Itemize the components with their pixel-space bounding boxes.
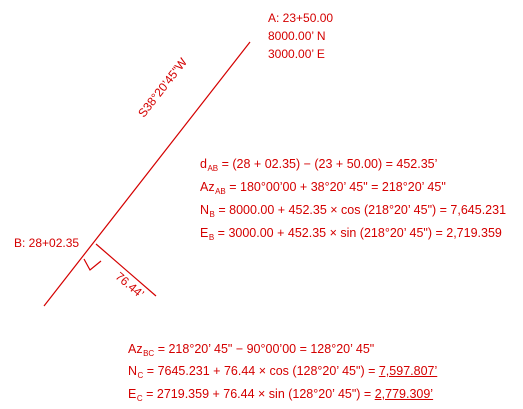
distance-symbol: d — [200, 157, 207, 171]
azimuth-rhs: = 218°20’ 45" − 90°00’00 = 128°20’ 45" — [157, 342, 375, 356]
northing-symbol: N — [128, 364, 138, 378]
azimuth-symbol: Az — [128, 342, 143, 356]
northing-rhs: = 7645.231 + 76.44 × cos (128°20’ 45") = — [146, 364, 379, 378]
distance-rhs: = (28 + 02.35) − (23 + 50.00) = 452.35’ — [221, 157, 438, 171]
easting-symbol: E — [128, 387, 137, 401]
azimuth-subscript: BC — [143, 349, 155, 358]
easting-rhs: = 2719.359 + 76.44 × sin (128°20’ 45") = — [146, 387, 375, 401]
northing-symbol: N — [200, 203, 210, 217]
point-b-label: B: 28+02.35 — [14, 236, 80, 250]
easting-subscript: B — [208, 233, 215, 242]
azimuth-symbol: Az — [200, 180, 215, 194]
point-a-north: 8000.00’ N — [268, 29, 326, 43]
northing-c-result: 7,597.807’ — [378, 364, 438, 378]
northing-subscript: B — [209, 210, 215, 219]
northing-rhs: = 8000.00 + 452.35 × cos (218°20’ 45") =… — [218, 203, 507, 217]
azimuth-rhs: = 180°00’00 + 38°20’ 45" = 218°20’ 45" — [229, 180, 446, 194]
easting-c-result: 2,779.309’ — [374, 387, 434, 401]
distance-subscript: AB — [207, 164, 219, 173]
right-angle-mark — [83, 258, 102, 271]
easting-subscript: C — [136, 394, 143, 403]
azimuth-subscript: AB — [215, 187, 226, 196]
offset-line-bc — [95, 243, 157, 297]
easting-b-equation: EB = 3000.00 + 452.35 × sin (218°20’ 45"… — [200, 227, 502, 242]
distance-ab-equation: dAB = (28 + 02.35) − (23 + 50.00) = 452.… — [200, 158, 437, 173]
easting-symbol: E — [200, 226, 209, 240]
northing-subscript: C — [137, 371, 144, 380]
point-a-label: A: 23+50.00 — [268, 11, 334, 25]
easting-rhs: = 3000.00 + 452.35 × sin (218°20’ 45") =… — [217, 226, 502, 240]
azimuth-bc-equation: AzBC = 218°20’ 45" − 90°00’00 = 128°20’ … — [128, 343, 374, 358]
easting-c-equation: EC = 2719.359 + 76.44 × sin (128°20’ 45"… — [128, 388, 433, 403]
azimuth-ab-equation: AzAB = 180°00’00 + 38°20’ 45" = 218°20’ … — [200, 181, 446, 196]
line-ab — [43, 41, 251, 307]
point-a-east: 3000.00’ E — [268, 47, 325, 61]
northing-b-equation: NB = 8000.00 + 452.35 × cos (218°20’ 45"… — [200, 204, 506, 219]
northing-c-equation: NC = 7645.231 + 76.44 × cos (128°20’ 45"… — [128, 365, 437, 380]
